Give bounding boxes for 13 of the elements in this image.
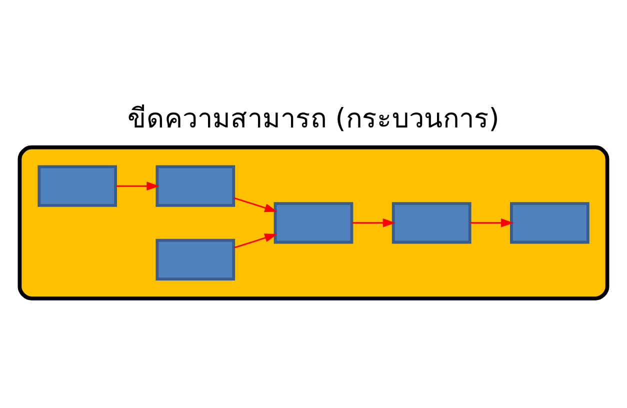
arrow bbox=[470, 218, 514, 228]
node-box bbox=[274, 202, 354, 244]
arrow bbox=[352, 218, 396, 228]
node-box bbox=[510, 202, 590, 244]
arrow bbox=[234, 197, 278, 212]
diagram-title: ขีดความสามารถ (กระบวนการ) bbox=[128, 103, 500, 134]
arrow bbox=[234, 234, 278, 249]
node-box bbox=[38, 165, 117, 207]
cluster bbox=[18, 145, 610, 300]
node-box bbox=[156, 238, 236, 280]
arrow bbox=[116, 182, 160, 190]
node-box bbox=[156, 165, 236, 207]
node-box bbox=[392, 202, 472, 244]
